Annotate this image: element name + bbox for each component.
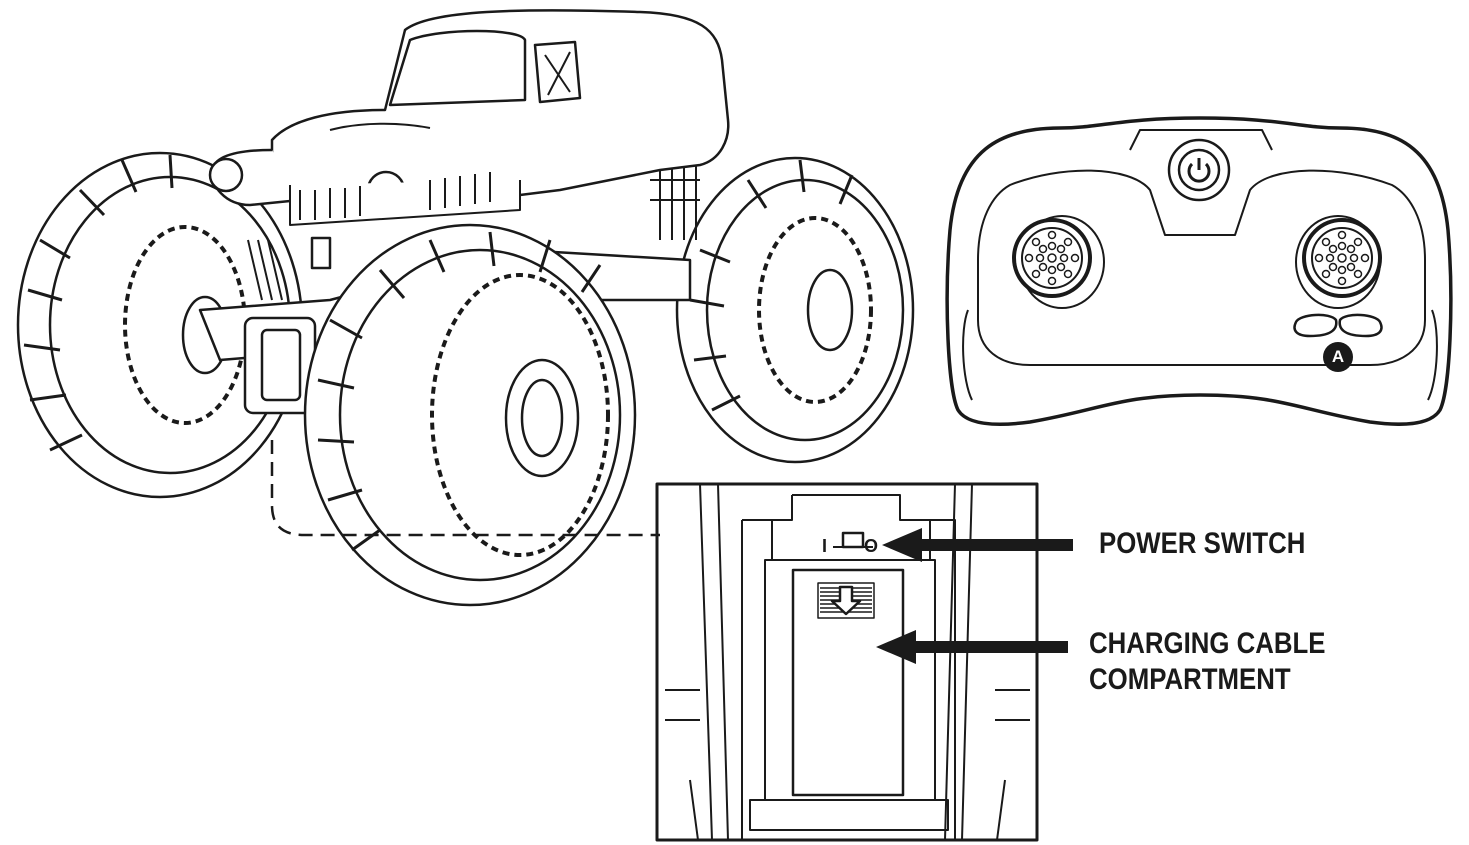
remote-controller	[945, 116, 1453, 426]
right-joystick	[1295, 215, 1382, 309]
inset-frame	[655, 482, 1039, 842]
charging-cable-label-line1: CHARGING CABLE	[1089, 627, 1326, 660]
switch-off-mark: O	[864, 536, 878, 556]
power-switch-label: POWER SWITCH	[1099, 527, 1306, 560]
switch-on-mark: I	[822, 536, 827, 556]
compartment-slide-tab	[817, 582, 875, 619]
truck-body	[208, 9, 730, 226]
trim-buttons	[1293, 313, 1383, 338]
power-button	[1167, 138, 1231, 202]
charging-cable-label-line2: COMPARTMENT	[1089, 663, 1291, 696]
callout-arrows	[876, 528, 1073, 664]
button-a-callout: A	[1323, 342, 1353, 372]
rear-right-wheel	[675, 156, 915, 464]
monster-truck-illustration	[16, 9, 915, 607]
front-left-wheel	[303, 223, 637, 607]
charging-cable-compartment	[749, 559, 949, 831]
leader-line-dashed	[270, 440, 660, 537]
arrow-left-icon	[882, 528, 1073, 562]
arrow-down-icon	[830, 585, 862, 616]
charging-cable-label: CHARGING CABLE COMPARTMENT	[1089, 626, 1326, 698]
power-symbol-icon	[1187, 158, 1211, 183]
left-joystick	[1012, 215, 1105, 309]
underside-inset	[655, 482, 1039, 842]
power-switch	[833, 531, 873, 549]
arrow-left-icon	[876, 630, 1068, 664]
